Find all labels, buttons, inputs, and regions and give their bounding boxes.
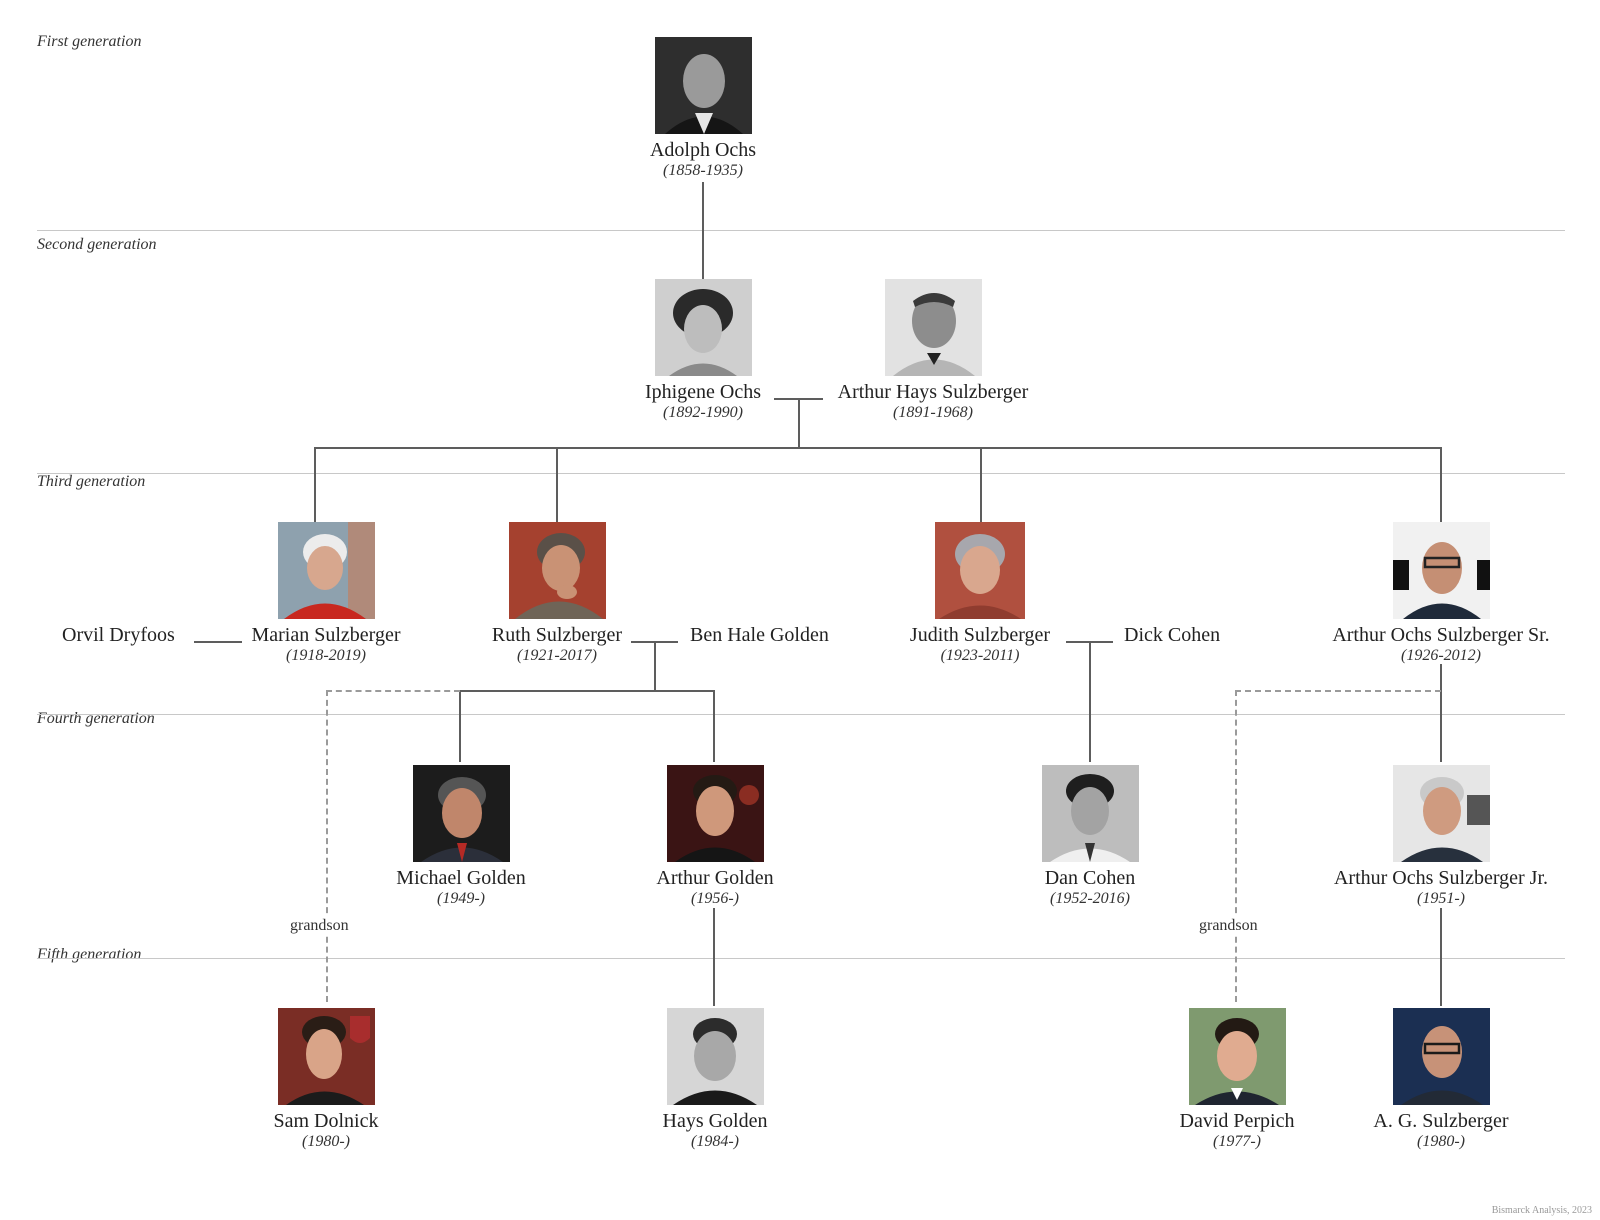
portrait-photo — [277, 1008, 375, 1105]
portrait-photo — [1392, 522, 1490, 619]
person-years: (1949-) — [437, 890, 485, 907]
grandson-dashed-line — [1235, 690, 1441, 692]
spouse-orvil-dryfoos: Orvil Dryfoos — [62, 624, 175, 646]
person-years: (1891-1968) — [893, 404, 973, 421]
person-name: Sam Dolnick — [273, 1110, 379, 1132]
person-name: Arthur Ochs Sulzberger Sr. — [1332, 624, 1550, 646]
portrait-photo — [1392, 1008, 1490, 1105]
portrait-photo — [412, 765, 510, 862]
person-name: Michael Golden — [396, 867, 526, 889]
person-years: (1984-) — [691, 1133, 739, 1150]
portrait-photo — [666, 765, 764, 862]
person-years: (1923-2011) — [940, 647, 1020, 664]
person-years: (1918-2019) — [286, 647, 366, 664]
person-name: A. G. Sulzberger — [1373, 1110, 1509, 1132]
grandson-dashed-line — [326, 690, 328, 1002]
person-arthur-ochs-sulzberger-sr: Arthur Ochs Sulzberger Sr. (1926-2012) — [1311, 522, 1571, 665]
person-ruth-sulzberger: Ruth Sulzberger (1921-2017) — [427, 522, 687, 665]
grandson-label: grandson — [286, 917, 353, 935]
person-years: (1858-1935) — [663, 162, 743, 179]
person-name: Adolph Ochs — [649, 139, 757, 161]
person-name: David Perpich — [1179, 1110, 1295, 1132]
person-name: Marian Sulzberger — [251, 624, 401, 646]
person-sam-dolnick: Sam Dolnick (1980-) — [196, 1008, 456, 1151]
person-years: (1951-) — [1417, 890, 1465, 907]
marriage-line — [194, 641, 242, 643]
person-name: Arthur Golden — [656, 867, 774, 889]
connector-line — [1440, 664, 1442, 762]
person-dan-cohen: Dan Cohen (1952-2016) — [960, 765, 1220, 908]
person-years: (1980-) — [302, 1133, 350, 1150]
connector-line — [702, 182, 704, 280]
person-name: Arthur Hays Sulzberger — [837, 381, 1029, 403]
generation-label-1: First generation — [37, 33, 142, 50]
person-name: Judith Sulzberger — [909, 624, 1051, 646]
portrait-photo — [884, 279, 982, 376]
grandson-label: grandson — [1195, 917, 1262, 935]
connector-line — [314, 447, 316, 523]
connector-line — [713, 690, 715, 762]
portrait-photo — [508, 522, 606, 619]
person-adolph-ochs: Adolph Ochs (1858-1935) — [573, 37, 833, 180]
person-judith-sulzberger: Judith Sulzberger (1923-2011) — [850, 522, 1110, 665]
person-name: Arthur Ochs Sulzberger Jr. — [1333, 867, 1549, 889]
generation-label-4: Fourth generation — [37, 710, 155, 727]
person-name: Iphigene Ochs — [644, 381, 762, 403]
portrait-photo — [1392, 765, 1490, 862]
person-years: (1977-) — [1213, 1133, 1261, 1150]
person-name: Hays Golden — [662, 1110, 768, 1132]
generation-label-3: Third generation — [37, 473, 146, 490]
person-iphigene-ochs: Iphigene Ochs (1892-1990) — [573, 279, 833, 422]
connector-line — [713, 908, 715, 1006]
person-years: (1952-2016) — [1050, 890, 1130, 907]
generation-divider — [37, 714, 1565, 715]
person-years: (1926-2012) — [1401, 647, 1481, 664]
portrait-photo — [1041, 765, 1139, 862]
connector-line — [459, 690, 461, 762]
portrait-photo — [654, 37, 752, 134]
person-david-perpich: David Perpich (1977-) — [1107, 1008, 1367, 1151]
spouse-dick-cohen: Dick Cohen — [1124, 624, 1221, 646]
person-years: (1956-) — [691, 890, 739, 907]
person-years: (1980-) — [1417, 1133, 1465, 1150]
portrait-photo — [666, 1008, 764, 1105]
generation-divider — [37, 958, 1565, 959]
generation-label-5: Fifth generation — [37, 946, 142, 963]
generation-divider — [37, 230, 1565, 231]
person-marian-sulzberger: Marian Sulzberger (1918-2019) — [196, 522, 456, 665]
connector-line — [654, 641, 656, 691]
connector-line — [798, 398, 800, 448]
connector-line — [980, 447, 982, 523]
sibling-bar — [314, 447, 1442, 449]
person-name: Ruth Sulzberger — [491, 624, 623, 646]
person-arthur-ochs-sulzberger-jr: Arthur Ochs Sulzberger Jr. (1951-) — [1311, 765, 1571, 908]
person-arthur-golden: Arthur Golden (1956-) — [585, 765, 845, 908]
person-a-g-sulzberger: A. G. Sulzberger (1980-) — [1311, 1008, 1571, 1151]
person-hays-golden: Hays Golden (1984-) — [585, 1008, 845, 1151]
connector-line — [1440, 908, 1442, 1006]
connector-line — [1089, 641, 1091, 762]
sibling-bar — [459, 690, 715, 692]
portrait-photo — [654, 279, 752, 376]
grandson-dashed-line — [326, 690, 460, 692]
person-arthur-hays-sulzberger: Arthur Hays Sulzberger (1891-1968) — [803, 279, 1063, 422]
generation-label-2: Second generation — [37, 236, 157, 253]
connector-line — [1440, 447, 1442, 523]
spouse-ben-hale-golden: Ben Hale Golden — [690, 624, 829, 646]
portrait-photo — [277, 522, 375, 619]
person-michael-golden: Michael Golden (1949-) — [331, 765, 591, 908]
generation-divider — [37, 473, 1565, 474]
person-years: (1921-2017) — [517, 647, 597, 664]
connector-line — [556, 447, 558, 523]
portrait-photo — [1188, 1008, 1286, 1105]
portrait-photo — [935, 522, 1025, 619]
person-name: Dan Cohen — [1044, 867, 1136, 889]
grandson-dashed-line — [1235, 690, 1237, 1002]
person-years: (1892-1990) — [663, 404, 743, 421]
credit-text: Bismarck Analysis, 2023 — [1491, 1205, 1592, 1216]
